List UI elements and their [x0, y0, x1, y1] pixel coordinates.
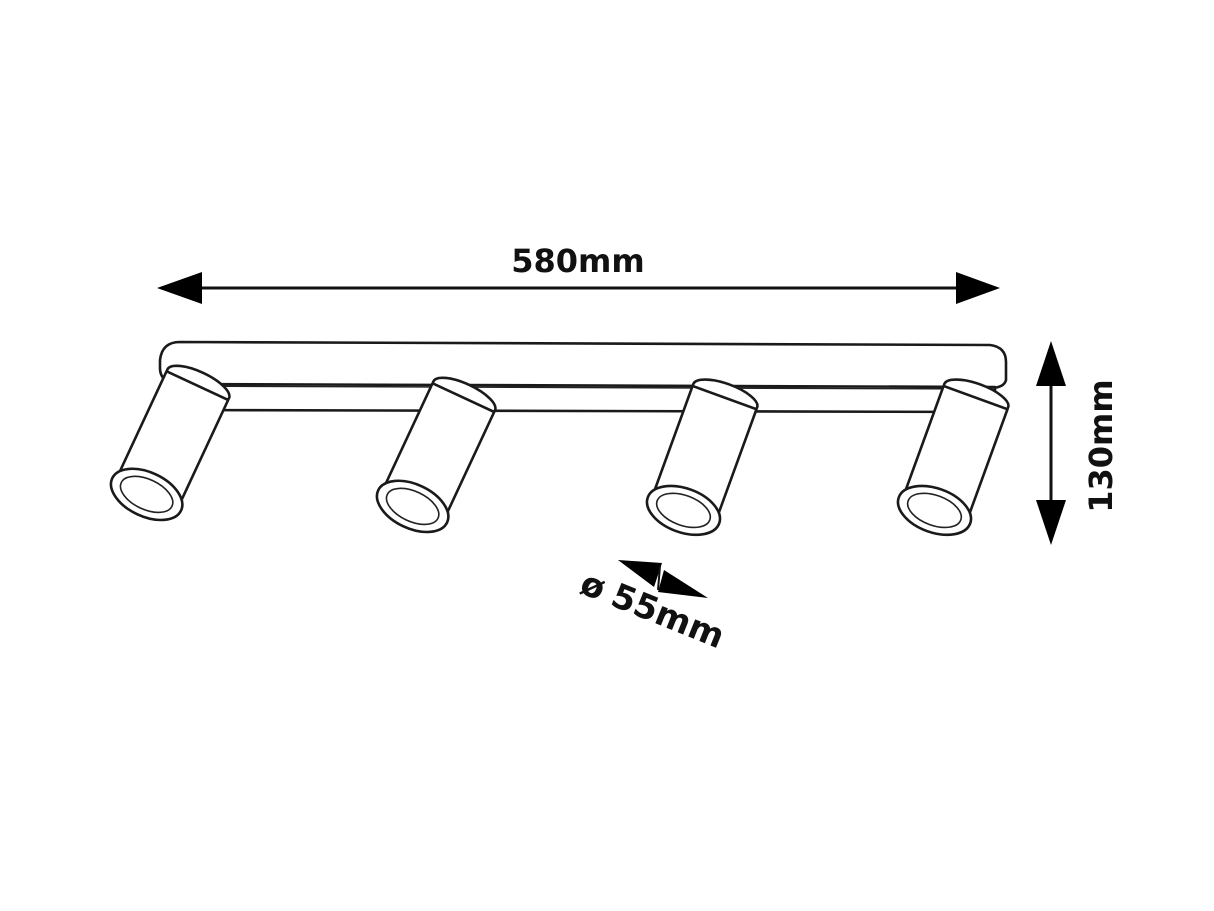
ceiling-bar — [158, 340, 1008, 414]
diameter-symbol: ø — [575, 563, 612, 609]
diameter-dimension: ø55mm — [575, 560, 730, 657]
arrow-diagonal-right-icon — [658, 570, 708, 598]
arrow-down-icon — [1036, 500, 1066, 545]
spot-light-1 — [109, 364, 231, 522]
arrow-diagonal-left-icon — [618, 560, 662, 587]
height-label: 130mm — [1082, 379, 1120, 512]
width-dimension: 580mm — [157, 242, 1000, 304]
arrow-right-icon — [956, 272, 1000, 304]
arrow-left-icon — [157, 272, 202, 304]
arrow-up-icon — [1036, 341, 1066, 386]
spot-light-4 — [896, 378, 1010, 537]
height-dimension: 130mm — [1036, 341, 1120, 545]
spot-light-3 — [645, 378, 759, 537]
spot-light-2 — [375, 376, 497, 534]
width-label: 580mm — [511, 242, 644, 280]
